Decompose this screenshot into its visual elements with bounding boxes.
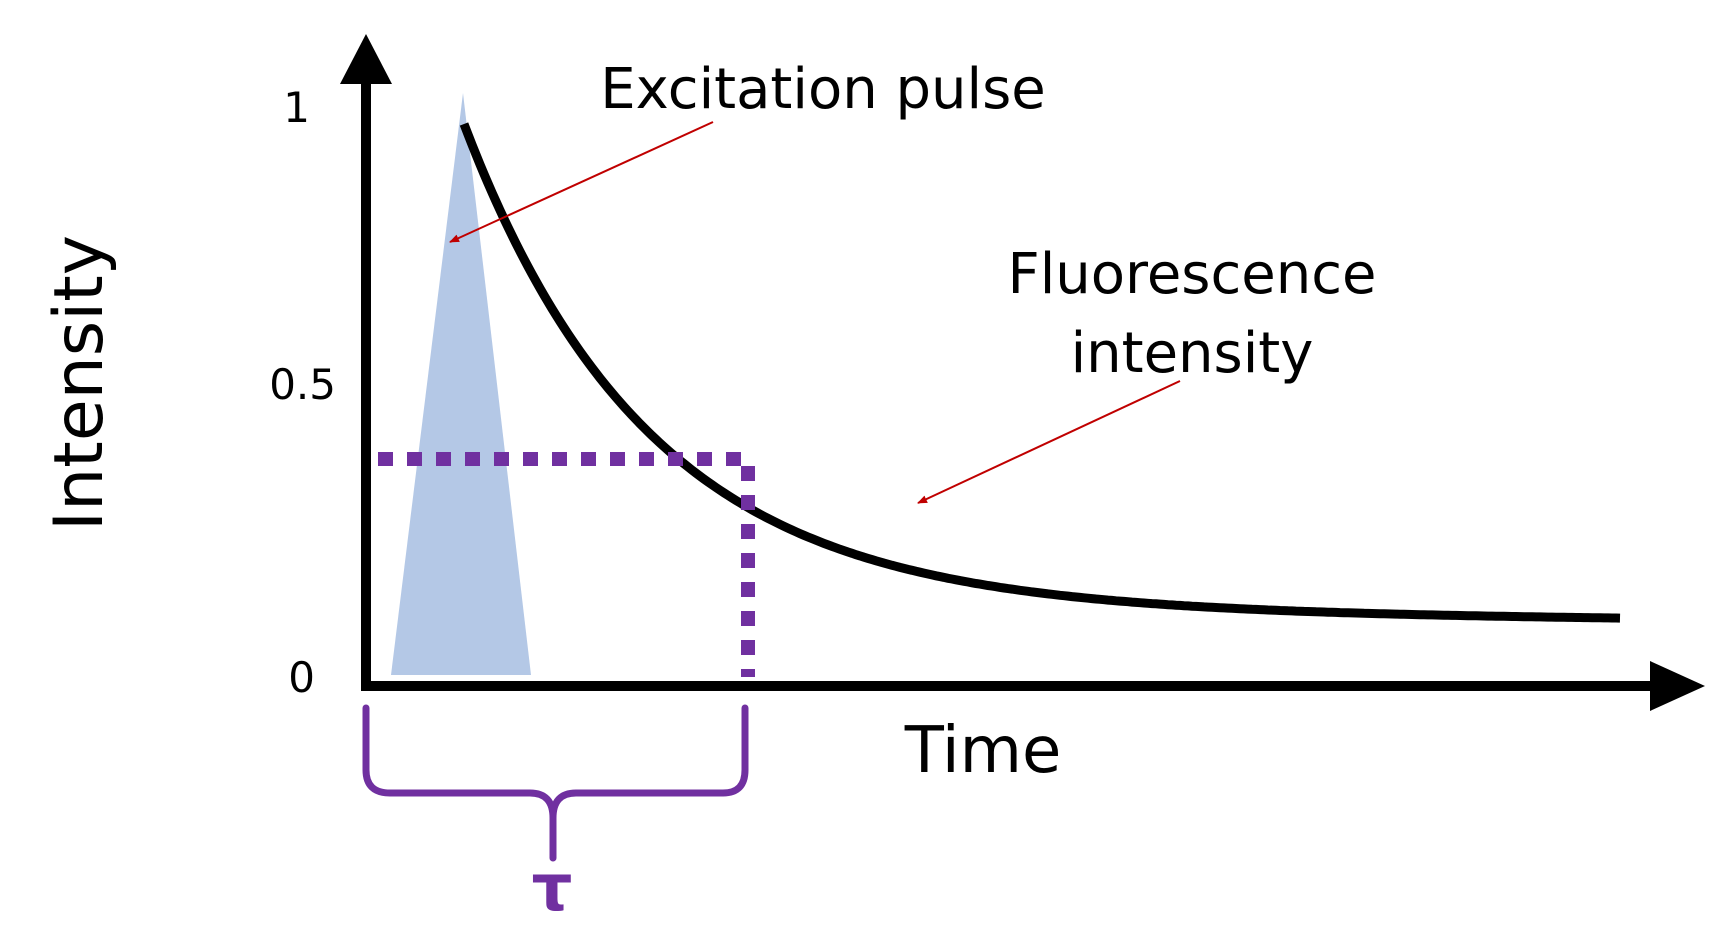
fluorescence-decay-curve [459, 122, 1621, 623]
tau-brace [362, 704, 749, 862]
fluorescence-label-line1: Fluorescence [1008, 242, 1377, 307]
y-axis-title: Intensity [40, 235, 119, 531]
y-axis-arrowhead [340, 34, 392, 84]
excitation-pulse-shape [391, 93, 531, 675]
y-tick-label-1: 1 [283, 83, 310, 132]
x-axis-arrowhead [1650, 661, 1705, 711]
excitation-pointer-arrow [449, 121, 714, 243]
excitation-pulse-label: Excitation pulse [600, 57, 1045, 122]
fluorescence-pointer-arrow [917, 380, 1181, 504]
x-axis-title: Time [904, 714, 1062, 788]
y-tick-label-0-5: 0.5 [269, 360, 336, 409]
fluorescence-label-line2: intensity [1071, 321, 1314, 386]
y-tick-label-0: 0 [288, 653, 315, 702]
tau-label: τ [532, 852, 573, 926]
